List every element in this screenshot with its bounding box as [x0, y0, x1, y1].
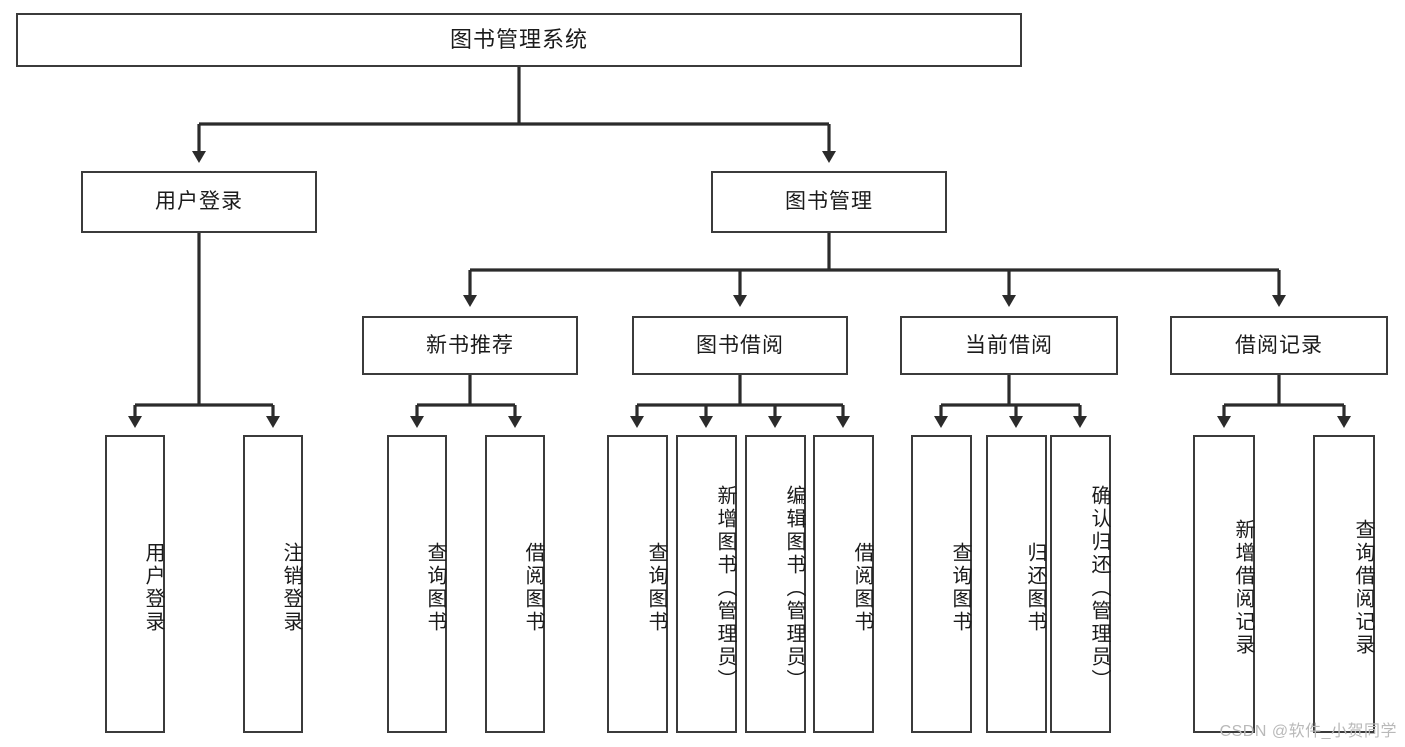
edge-group-borrow-record-leaves — [1217, 375, 1351, 428]
leaf-borrow-book[interactable]: 借阅图书 — [813, 435, 874, 733]
node-book-borrow[interactable]: 图书借阅 — [632, 316, 848, 375]
node-book-manage[interactable]: 图书管理 — [711, 171, 947, 233]
edge-group-root — [192, 67, 836, 163]
leaf-edit-book-admin[interactable]: 编辑图书（管理员） — [745, 435, 806, 733]
leaf-logout-login[interactable]: 注销登录 — [243, 435, 303, 733]
leaf-add-borrow-record[interactable]: 新增借阅记录 — [1193, 435, 1255, 733]
node-user-login[interactable]: 用户登录 — [81, 171, 317, 233]
node-current-borrow[interactable]: 当前借阅 — [900, 316, 1118, 375]
leaf-return-book[interactable]: 归还图书 — [986, 435, 1047, 733]
edge-group-new-book-rec-leaves — [410, 375, 522, 428]
leaf-query-book-current[interactable]: 查询图书 — [911, 435, 972, 733]
leaf-borrow-book-recommend[interactable]: 借阅图书 — [485, 435, 545, 733]
node-borrow-record[interactable]: 借阅记录 — [1170, 316, 1388, 375]
edge-group-book-manage — [463, 233, 1286, 307]
csdn-watermark: CSDN @软件_小贺同学 — [1219, 723, 1397, 740]
leaf-query-borrow-record[interactable]: 查询借阅记录 — [1313, 435, 1375, 733]
edge-group-current-borrow-leaves — [934, 375, 1087, 428]
leaf-user-login[interactable]: 用户登录 — [105, 435, 165, 733]
node-new-book-recommend[interactable]: 新书推荐 — [362, 316, 578, 375]
leaf-query-book-recommend[interactable]: 查询图书 — [387, 435, 447, 733]
leaf-add-book-admin[interactable]: 新增图书（管理员） — [676, 435, 737, 733]
edge-group-book-borrow-leaves — [630, 375, 850, 428]
leaf-query-book-borrow[interactable]: 查询图书 — [607, 435, 668, 733]
leaf-confirm-return-admin[interactable]: 确认归还（管理员） — [1050, 435, 1111, 733]
edge-group-user-login-leaves — [128, 233, 280, 428]
node-root[interactable]: 图书管理系统 — [16, 13, 1022, 67]
